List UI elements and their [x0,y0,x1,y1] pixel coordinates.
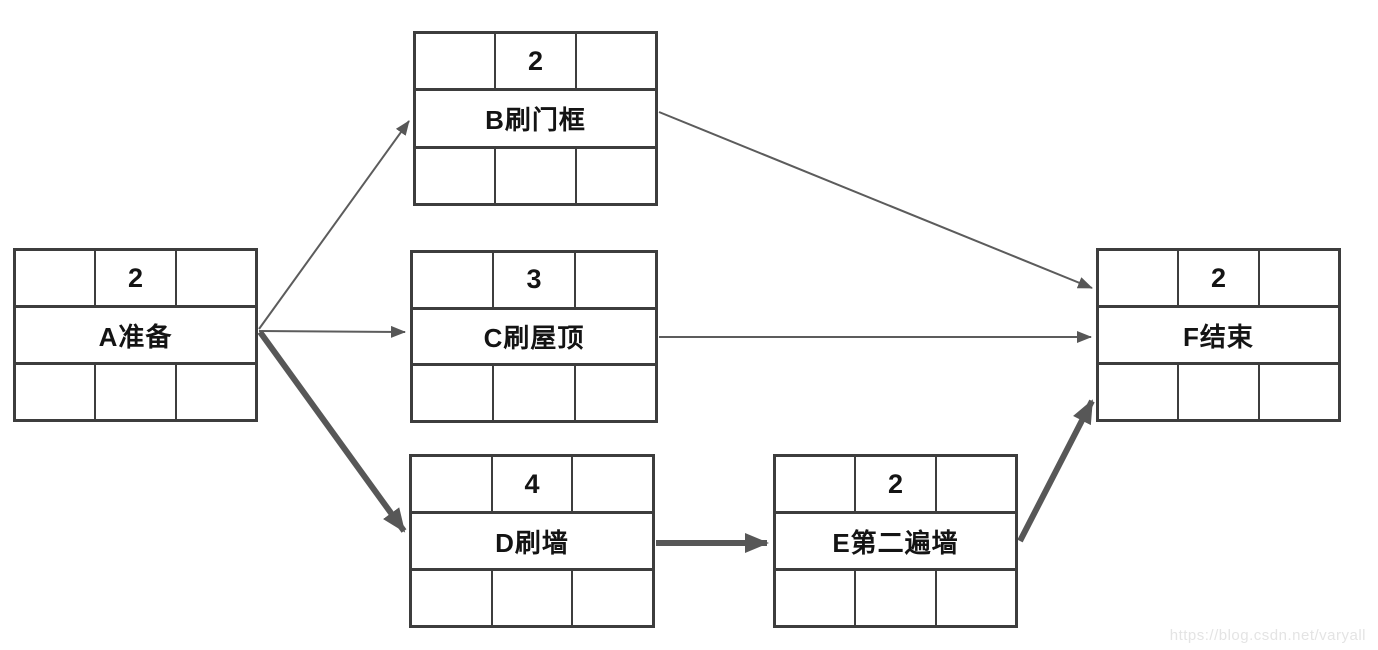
node-empty-cell [1177,365,1257,419]
node-empty-cell [1257,365,1338,419]
activity-duration: 4 [490,457,572,511]
node-empty-cell [412,457,491,511]
node-empty-cell [416,34,494,88]
node-empty-cell [776,457,854,511]
node-empty-cell [776,571,854,625]
node-empty-cell [934,457,1015,511]
node-empty-cell [1099,251,1177,305]
node-empty-cell [412,571,491,625]
edge-B-to-F [658,111,1093,289]
node-empty-cell [413,366,492,420]
activity-label: B刷门框 [485,104,586,135]
edge-A-to-D-critical [257,330,407,533]
edge-A-to-B [258,120,410,330]
node-empty-cell [416,149,494,203]
node-empty-cell [174,251,255,305]
node-empty-cell [571,571,652,625]
node-empty-cell [1257,251,1338,305]
node-empty-cell [571,457,652,511]
node-empty-cell [16,251,94,305]
activity-label: E第二遍墙 [832,527,959,558]
activity-label: A准备 [98,321,173,352]
node-empty-cell [492,366,573,421]
activity-label: F结束 [1183,321,1254,352]
node-empty-cell [494,148,574,203]
node-empty-cell [94,365,174,419]
node-empty-cell [413,253,492,307]
activity-duration: 2 [494,34,574,89]
watermark: https://blog.csdn.net/varyall [1169,627,1366,644]
node-empty-cell [1099,365,1177,419]
node-empty-cell [574,34,655,89]
node-empty-cell [854,571,934,625]
activity-duration: 3 [492,253,573,307]
node-empty-cell [490,571,572,625]
activity-label: C刷屋顶 [483,323,585,353]
node-empty-cell [934,571,1015,625]
node-empty-cell [574,148,655,203]
edge-E-to-F-critical [1017,399,1095,543]
edge-A-to-C [258,325,406,338]
node-empty-cell [174,365,255,419]
node-empty-cell [573,253,655,307]
node-empty-cell [16,365,94,419]
activity-label: D刷墙 [495,527,569,558]
activity-duration: 2 [94,251,174,305]
node-empty-cell [573,366,655,421]
activity-duration: 2 [1177,251,1257,305]
activity-duration: 2 [854,457,934,511]
